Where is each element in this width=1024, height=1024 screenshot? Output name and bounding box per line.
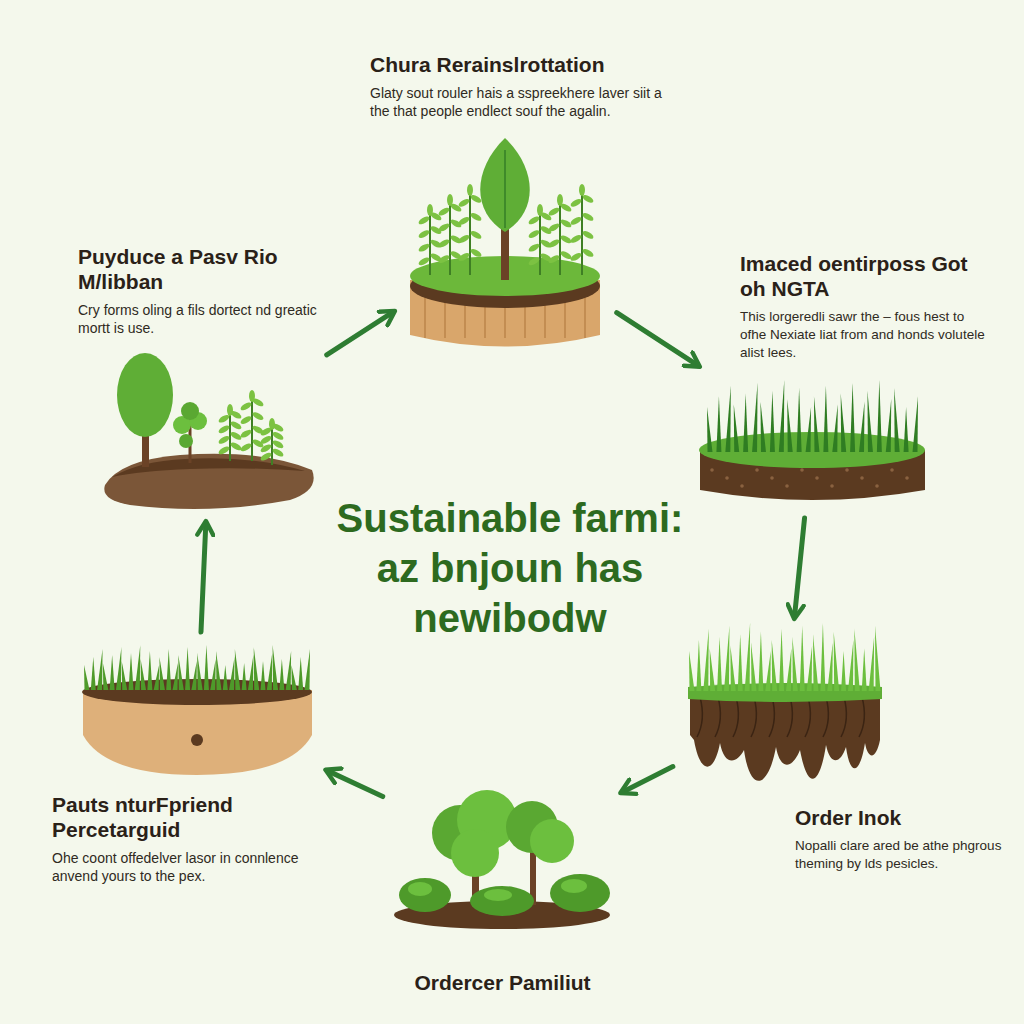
step-heading: Imaced oentirposs Got oh NGTA [740,251,990,301]
text-group: Chura RerainslrottationGlaty sout rouler… [370,52,680,120]
step-description: Glaty sout rouler hais a sspreekhere lav… [370,84,680,120]
step-description: This lorgeredli sawr the – fous hest to … [740,308,990,362]
stage-illustration: Imaced oentirposs Got oh NGTAThis lorger… [690,370,935,510]
step-description: Nopalli clare ared be athe phgrous themi… [795,837,1005,873]
stage-illustration: Order InokNopalli clare ared be athe phg… [680,625,890,795]
cycle-arrow [201,523,206,632]
text-group: Imaced oentirposs Got oh NGTA This lorger… [740,251,990,362]
soil-illustration [680,625,890,795]
step-heading: Ordercer Pamiliut [350,970,655,995]
center-circle: Sustainable farmi: az bnjoun has newibod… [180,238,840,898]
step-heading: Order Inok [795,805,1005,830]
cycle-arrow [794,518,804,617]
stage-illustration: Chura RerainslrottationGlaty sout rouler… [400,130,610,350]
text-group: Order InokNopalli clare ared be athe phg… [795,805,1005,873]
stage-illustration: Ordercer Pamiliut [390,775,615,930]
step-heading: Chura Rerainslrottation [370,52,680,77]
soil-illustration [75,640,320,780]
center-title: Sustainable farmi: az bnjoun has newibod… [310,493,710,643]
step-description: Cry forms oling a fils dortect nd greati… [78,301,338,337]
soil-illustration [100,345,320,515]
soil-illustration [390,775,615,930]
cycle-arrow [617,313,698,366]
step-description: Ohe coont offedelver lasor in connlence … [52,849,302,885]
step-heading: Puyduce a Pasv Rio M/libban [78,244,338,294]
stage-illustration: Puyduce a Pasv Rio M/libbanCry forms oli… [100,345,320,515]
step-heading: Pauts nturFpriend Percetarguid [52,792,302,842]
soil-illustration [690,370,935,510]
text-group: Ordercer Pamiliut [350,970,655,1002]
text-group: Sustainable farmi: az bnjoun has newibod… [180,238,840,898]
cycle-arrow [327,312,394,355]
text-group: Pauts nturFpriend PercetarguidOhe coont … [52,792,302,885]
cycle-arrow [327,771,383,797]
cycle-arrow [622,767,673,793]
stage-illustration: Pauts nturFpriend PercetarguidOhe coont … [75,640,320,780]
text-group: Puyduce a Pasv Rio M/libbanCry forms oli… [78,244,338,337]
soil-illustration [400,130,610,350]
